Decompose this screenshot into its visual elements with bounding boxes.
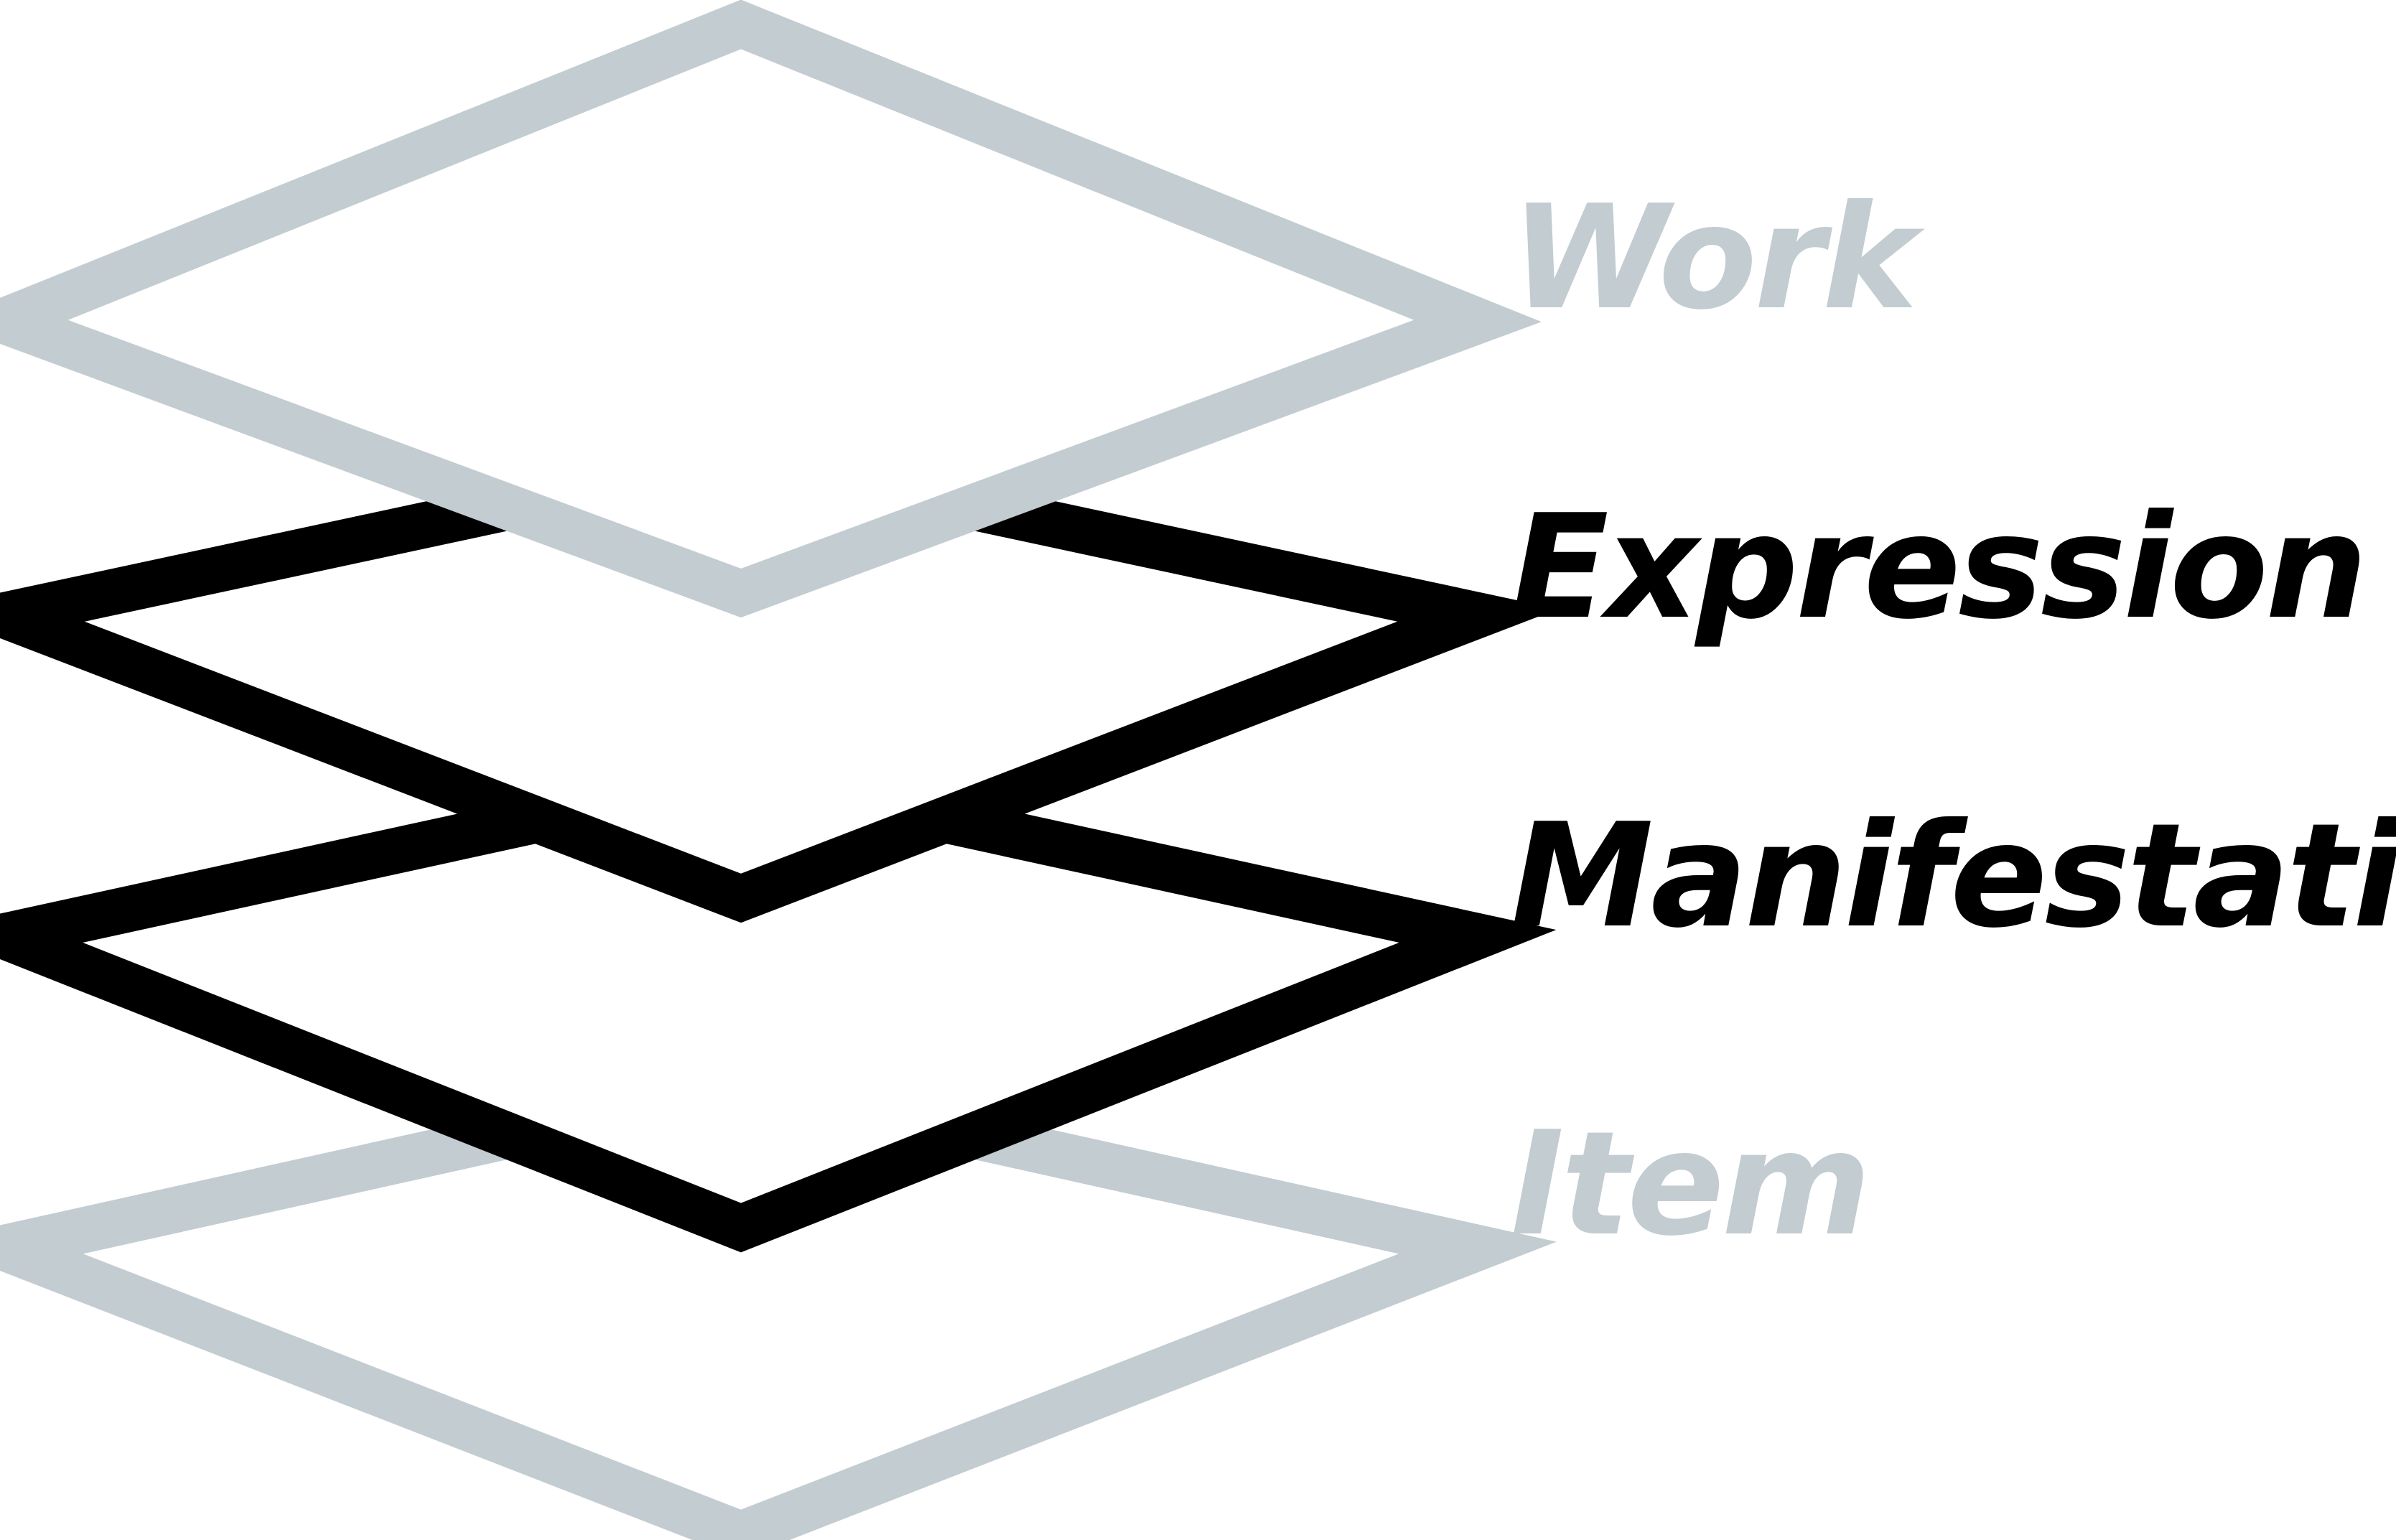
work-layer-rhombus: [0, 0, 1542, 618]
expression-layer-rhombus: [0, 434, 1558, 923]
manifestation-label: Manifestation: [1511, 793, 2396, 960]
manifestation-layer-rhombus: [0, 752, 1557, 1253]
item-layer-rhombus: [0, 1060, 1557, 1540]
item-label: Item: [1511, 1101, 1868, 1268]
expression-label: Expression: [1511, 484, 2365, 651]
work-label: Work: [1511, 174, 1926, 342]
